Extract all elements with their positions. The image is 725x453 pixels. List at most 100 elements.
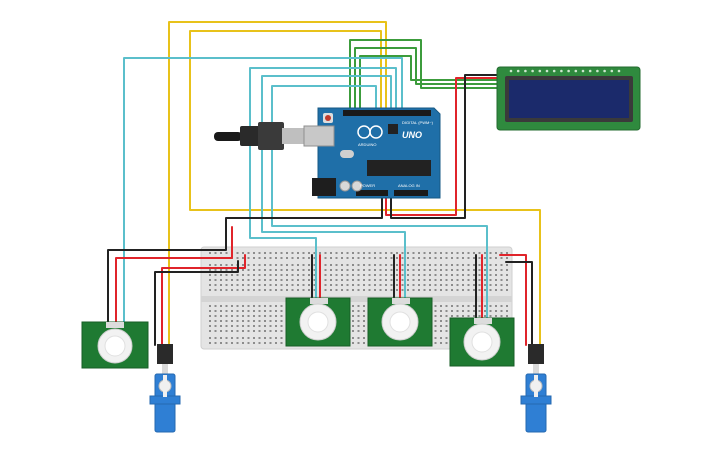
- breadboard-hole: [225, 284, 228, 286]
- breadboard-hole: [253, 284, 255, 286]
- breadboard-hole: [264, 284, 266, 286]
- breadboard-hole: [258, 310, 261, 312]
- breadboard-hole: [280, 320, 283, 322]
- breadboard-hole: [231, 337, 233, 339]
- breadboard-hole: [247, 337, 250, 339]
- breadboard-hole: [423, 264, 426, 266]
- breadboard-hole: [291, 252, 294, 254]
- breadboard-hole: [385, 269, 387, 271]
- breadboard-hole: [412, 257, 415, 259]
- breadboard-hole: [269, 315, 272, 317]
- breadboard-hole: [330, 264, 332, 266]
- breadboard-hole: [484, 289, 486, 291]
- breadboard-hole: [385, 289, 387, 291]
- breadboard-hole: [231, 284, 233, 286]
- breadboard-hole: [242, 337, 244, 339]
- breadboard-hole: [462, 279, 464, 281]
- breadboard-hole: [473, 274, 475, 276]
- breadboard-hole: [495, 284, 497, 286]
- breadboard-hole: [374, 264, 376, 266]
- breadboard-hole: [379, 274, 382, 276]
- breadboard-hole: [236, 320, 239, 322]
- breadboard-hole: [489, 269, 492, 271]
- breadboard-hole: [247, 315, 250, 317]
- breadboard-hole: [429, 257, 431, 259]
- breadboard-hole: [209, 279, 211, 281]
- breadboard-hole: [484, 274, 486, 276]
- breadboard-hole: [456, 315, 459, 317]
- breadboard-hole: [363, 310, 365, 312]
- breadboard-hole: [396, 264, 398, 266]
- breadboard-hole: [478, 264, 481, 266]
- breadboard-hole: [506, 289, 508, 291]
- breadboard-hole: [231, 310, 233, 312]
- breadboard-hole: [506, 279, 508, 281]
- breadboard-hole: [434, 305, 437, 307]
- breadboard-hole: [308, 252, 310, 254]
- wire-teal: [261, 75, 406, 299]
- breadboard-hole: [352, 315, 354, 317]
- wire-red: [385, 77, 498, 216]
- breadboard-hole: [258, 264, 261, 266]
- breadboard-hole: [313, 274, 316, 276]
- breadboard-hole: [467, 269, 470, 271]
- breadboard-hole: [385, 257, 387, 259]
- breadboard-hole: [500, 252, 503, 254]
- breadboard-hole: [220, 330, 222, 332]
- breadboard-hole: [253, 330, 255, 332]
- breadboard-hole: [451, 257, 453, 259]
- breadboard-hole: [357, 325, 360, 327]
- breadboard-hole: [368, 274, 371, 276]
- breadboard-hole: [258, 252, 261, 254]
- breadboard-hole: [451, 310, 453, 312]
- breadboard-hole: [236, 284, 239, 286]
- digital-header-label: DIGITAL (PWM~): [402, 120, 434, 125]
- breadboard-hole: [231, 305, 233, 307]
- breadboard-hole: [269, 320, 272, 322]
- breadboard-hole: [258, 284, 261, 286]
- breadboard-hole: [456, 289, 459, 291]
- breadboard-hole: [473, 269, 475, 271]
- breadboard-hole: [225, 325, 228, 327]
- breadboard-hole: [253, 337, 255, 339]
- breadboard-hole: [445, 315, 448, 317]
- breadboard-hole: [473, 279, 475, 281]
- breadboard-hole: [445, 337, 448, 339]
- breadboard-hole: [264, 325, 266, 327]
- breadboard-hole: [214, 269, 217, 271]
- lcd-pin: [581, 69, 585, 73]
- breadboard-hole: [253, 279, 255, 281]
- breadboard-hole: [264, 264, 266, 266]
- breadboard-hole: [341, 264, 343, 266]
- breadboard-hole: [214, 305, 217, 307]
- breadboard-hole: [434, 325, 437, 327]
- breadboard-hole: [462, 315, 464, 317]
- breadboard-hole: [352, 325, 354, 327]
- breadboard-hole: [258, 315, 261, 317]
- breadboard-hole: [280, 337, 283, 339]
- breadboard-hole: [242, 252, 244, 254]
- breadboard-hole: [231, 320, 233, 322]
- breadboard-hole: [374, 257, 376, 259]
- breadboard-hole: [385, 284, 387, 286]
- breadboard-hole: [242, 310, 244, 312]
- breadboard-hole: [352, 320, 354, 322]
- breadboard-hole: [390, 279, 393, 281]
- breadboard-hole: [462, 274, 464, 276]
- breadboard-hole: [473, 284, 475, 286]
- breadboard-hole: [352, 305, 354, 307]
- breadboard-hole: [445, 310, 448, 312]
- breadboard-hole: [280, 342, 283, 344]
- breadboard-hole: [269, 257, 272, 259]
- breadboard-hole: [440, 257, 442, 259]
- breadboard-hole: [484, 264, 486, 266]
- breadboard-hole: [330, 269, 332, 271]
- breadboard-hole: [434, 320, 437, 322]
- breadboard-hole: [440, 289, 442, 291]
- breadboard-hole: [269, 337, 272, 339]
- breadboard-hole: [500, 289, 503, 291]
- breadboard-hole: [429, 269, 431, 271]
- breadboard-hole: [456, 264, 459, 266]
- breadboard-hole: [269, 252, 272, 254]
- servo-motor: [149, 344, 181, 433]
